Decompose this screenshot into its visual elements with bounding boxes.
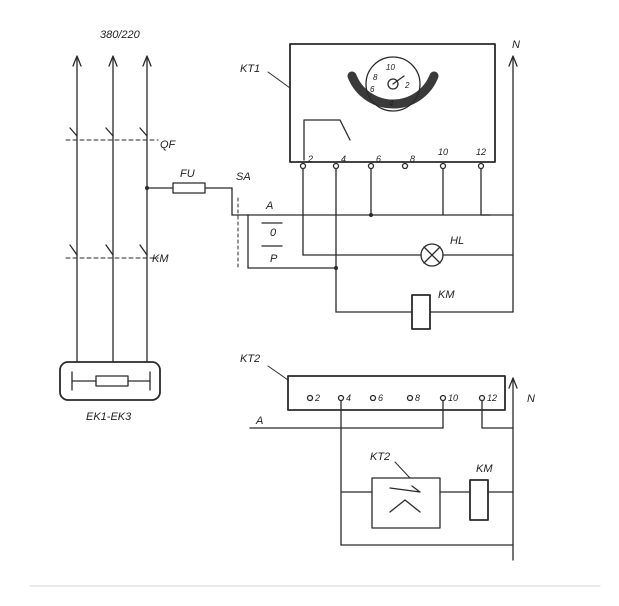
dial-number-6: 6 — [370, 85, 375, 94]
phase-lines — [72, 55, 152, 363]
kt1-terminals: 2 4 6 8 10 12 — [299, 147, 486, 170]
n-top-label: N — [512, 39, 520, 51]
line-a2-label: A — [255, 415, 263, 427]
kt2-terminal-6: 6 — [378, 393, 383, 403]
position-a-label: A — [265, 200, 273, 212]
kt1-label: KT1 — [240, 63, 260, 75]
neutral-top: N — [508, 39, 520, 313]
sa-label: SA — [236, 171, 251, 183]
kt1-terminal-2: 2 — [307, 154, 313, 164]
kt2-terminal-2: 2 — [314, 393, 320, 403]
dial-number-4: 4 — [389, 99, 394, 108]
kt2-contact: KT2 — [370, 451, 471, 529]
timer-kt1: KT1 10 2 4 6 8 2 4 6 8 — [240, 43, 496, 170]
km-coil-1-label: KM — [438, 289, 455, 301]
kt2-inner-label: KT2 — [370, 451, 390, 463]
kt2-terminal-12: 12 — [487, 393, 497, 403]
neutral-bottom: N — [508, 377, 535, 561]
kt2-label: KT2 — [240, 353, 260, 365]
kt1-terminal-8: 8 — [410, 154, 415, 164]
km-power-label: KM — [152, 253, 169, 265]
power-circuit: 380/220 QF KM — [59, 29, 177, 423]
position-p-label: P — [270, 253, 278, 265]
kt1-terminal-4: 4 — [341, 154, 346, 164]
qf-label: QF — [160, 139, 177, 151]
dial-number-10: 10 — [386, 63, 395, 72]
indicator-lamp-hl: HL — [420, 235, 464, 267]
selector-switch-sa: SA A 0 P — [231, 171, 283, 271]
dial-number-8: 8 — [373, 73, 378, 82]
kt2-terminals: 2 4 6 8 10 12 — [306, 393, 497, 403]
kt2-terminal-8: 8 — [415, 393, 420, 403]
timer-kt2: KT2 2 4 6 8 10 12 — [240, 353, 506, 411]
heater-label: EK1-EK3 — [86, 411, 132, 423]
timer-dial: 10 2 4 6 8 — [347, 56, 439, 112]
km-coil-1: KM — [411, 289, 455, 330]
hl-label: HL — [450, 235, 464, 247]
fu-label: FU — [180, 168, 195, 180]
contactor-km-power: KM — [65, 244, 169, 265]
kt2-terminal-10: 10 — [448, 393, 458, 403]
voltage-label: 380/220 — [100, 29, 141, 41]
heater-block: EK1-EK3 — [59, 361, 161, 423]
kt2-terminal-4: 4 — [346, 393, 351, 403]
control-tap — [145, 186, 174, 190]
n-bottom-label: N — [527, 393, 535, 405]
kt1-wiring: HL KM — [247, 168, 514, 330]
circuit-breaker-qf: QF — [65, 127, 177, 151]
kt1-terminal-12: 12 — [476, 147, 486, 157]
dial-number-2: 2 — [404, 81, 410, 90]
km-coil-2-label: KM — [476, 463, 493, 475]
kt1-terminal-10: 10 — [438, 147, 448, 157]
fuse-fu: FU — [172, 168, 233, 194]
kt2-wiring: A KT2 KM — [249, 400, 514, 546]
km-coil-2: KM — [469, 463, 514, 521]
position-zero-label: 0 — [270, 227, 277, 239]
kt1-terminal-6: 6 — [376, 154, 381, 164]
